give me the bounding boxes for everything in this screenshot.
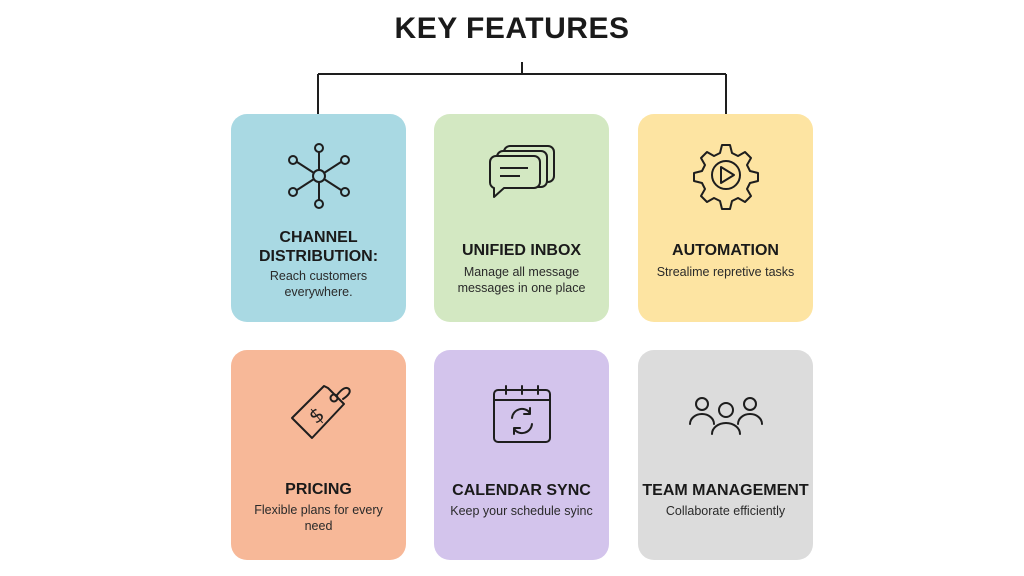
price-tag-icon: $ [231,378,406,448]
card-label: AUTOMATION [672,242,779,259]
card-description: Keep your schedule syinc [450,504,593,518]
card-unified-inbox: UNIFIED INBOX Manage all message message… [434,114,609,322]
chat-bubbles-icon [434,142,609,202]
card-label: CALENDAR SYNC [452,482,591,499]
calendar-sync-icon [434,384,609,446]
card-automation: AUTOMATION Strealime repretive tasks [638,114,813,322]
card-label: TEAM MANAGEMENT [642,482,809,499]
network-hub-icon [231,142,406,210]
card-description: Reach customers everywhere. [269,269,368,299]
gear-play-icon [638,142,813,210]
card-label: PRICING [285,481,352,498]
card-label: CHANNEL DISTRIBUTION: [258,229,379,265]
page-title: KEY FEATURES [394,12,630,45]
card-label: UNIFIED INBOX [461,242,582,259]
card-team-management: TEAM MANAGEMENT Collaborate efficiently [638,350,813,560]
card-description: Manage all message messages in one place [457,265,586,295]
card-description: Collaborate efficiently [665,504,786,518]
card-channel-distribution: CHANNEL DISTRIBUTION: Reach customers ev… [231,114,406,322]
team-icon [638,394,813,436]
card-description: Strealime repretive tasks [656,265,795,279]
card-pricing: $ PRICING Flexible plans for every need [231,350,406,560]
card-calendar-sync: CALENDAR SYNC Keep your schedule syinc [434,350,609,560]
card-description: Flexible plans for every need [254,503,383,533]
